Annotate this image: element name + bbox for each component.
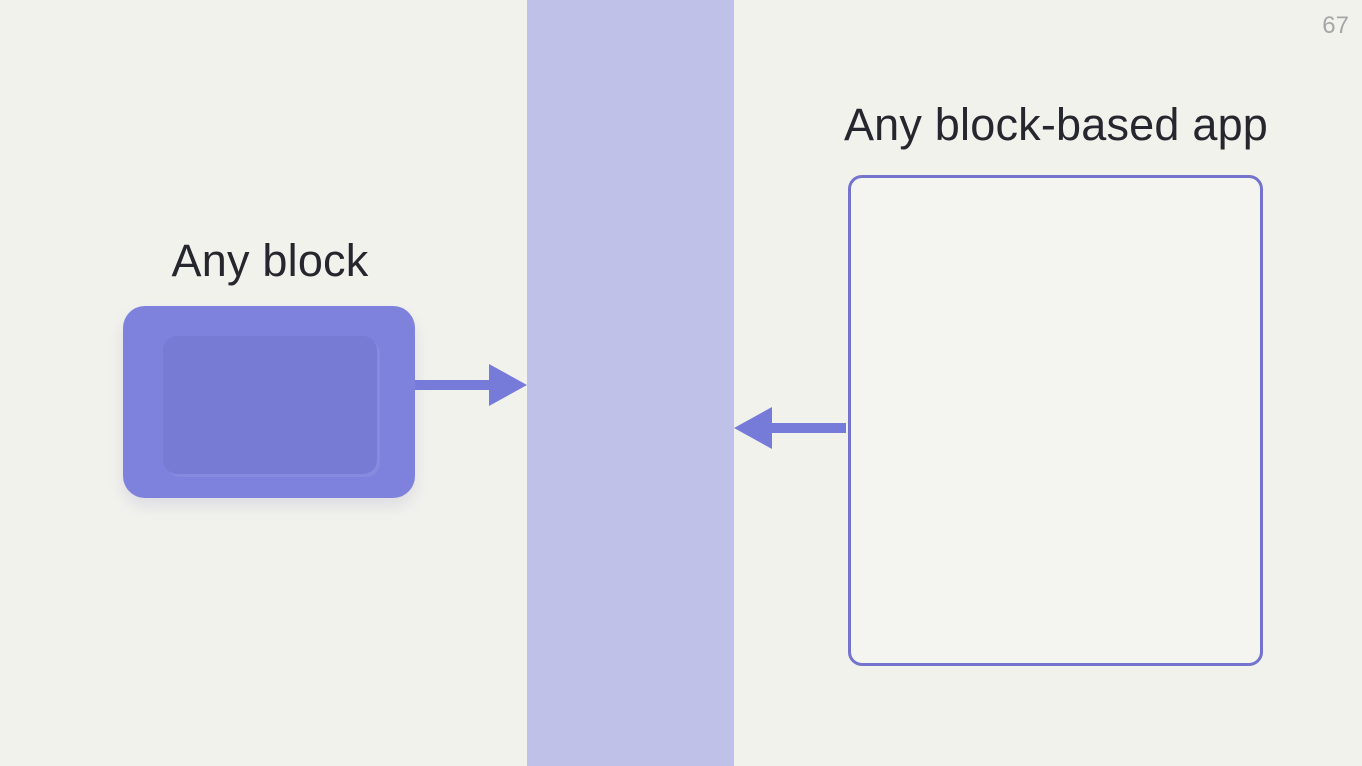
any-block-shape [123, 306, 415, 498]
any-block-based-app-title: Any block-based app [843, 99, 1269, 150]
any-block-title: Any block [171, 235, 369, 286]
interop-band [527, 0, 734, 766]
page-number: 67 [1322, 12, 1349, 39]
any-block-inner-shape [163, 336, 377, 474]
arrow-right-icon [415, 364, 527, 406]
arrow-left-icon [734, 407, 846, 449]
block-based-app-box [848, 175, 1263, 666]
